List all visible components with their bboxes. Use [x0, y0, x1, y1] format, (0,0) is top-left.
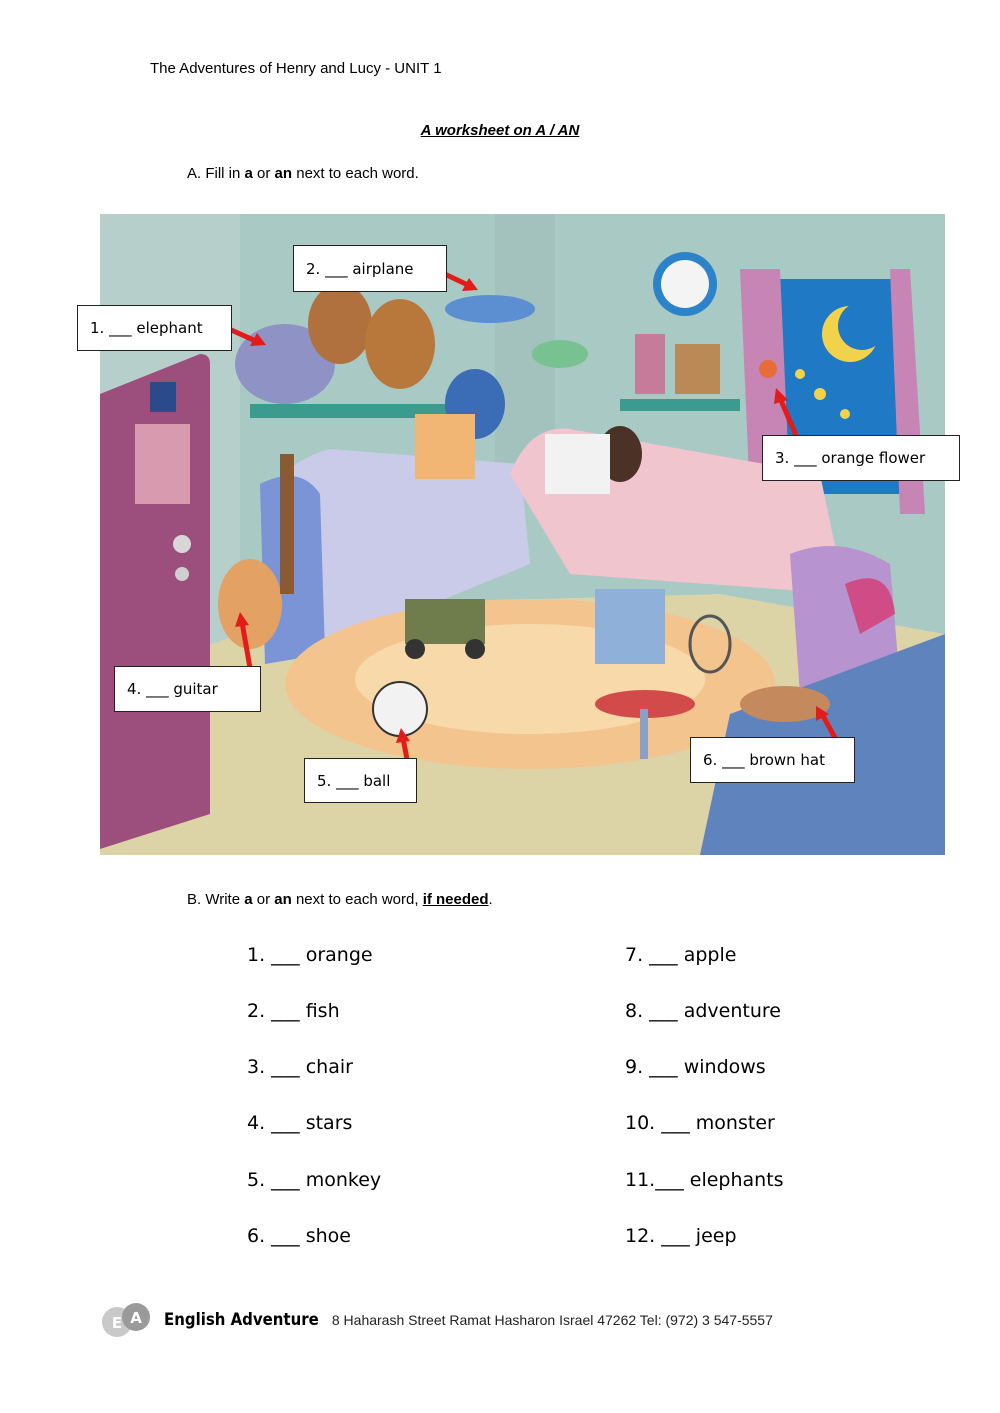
- worksheet-title: A worksheet on A / AN: [420, 122, 580, 139]
- exercise-item: 4. ___ stars: [247, 1112, 353, 1134]
- exercise-item: 5. ___ monkey: [247, 1169, 382, 1191]
- brand-name: English Adventure: [164, 1310, 319, 1330]
- section-a-instruction: A. Fill in a or an next to each word.: [187, 165, 419, 182]
- logo-letter-a: A: [130, 1309, 142, 1327]
- section-b-instruction: B. Write a or an next to each word, if n…: [187, 891, 493, 908]
- exercise-item: 3. ___ chair: [247, 1056, 353, 1078]
- exercise-item: 10. ___ monster: [625, 1112, 775, 1134]
- exercise-item: 12. ___ jeep: [625, 1225, 737, 1247]
- exercise-item: 7. ___ apple: [625, 944, 737, 966]
- label-orange-flower: 3. ___ orange flower: [762, 435, 960, 481]
- exercise-item: 9. ___ windows: [625, 1056, 766, 1078]
- exercise-item: 1. ___ orange: [247, 944, 373, 966]
- label-ball: 5. ___ ball: [304, 758, 417, 803]
- exercise-item: 6. ___ shoe: [247, 1225, 351, 1247]
- logo-letter-e: E: [112, 1314, 122, 1332]
- label-guitar: 4. ___ guitar: [114, 666, 261, 712]
- english-adventure-logo: E A: [102, 1303, 150, 1337]
- label-brown-hat: 6. ___ brown hat: [690, 737, 855, 783]
- label-elephant: 1. ___ elephant: [77, 305, 232, 351]
- exercise-item: 8. ___ adventure: [625, 1000, 781, 1022]
- label-airplane: 2. ___ airplane: [293, 245, 447, 292]
- document-header: The Adventures of Henry and Lucy - UNIT …: [150, 60, 442, 77]
- exercise-item: 11.___ elephants: [625, 1169, 784, 1191]
- footer: E A English Adventure 8 Haharash Street …: [100, 1302, 773, 1338]
- footer-address: 8 Haharash Street Ramat Hasharon Israel …: [331, 1312, 773, 1328]
- exercise-item: 2. ___ fish: [247, 1000, 340, 1022]
